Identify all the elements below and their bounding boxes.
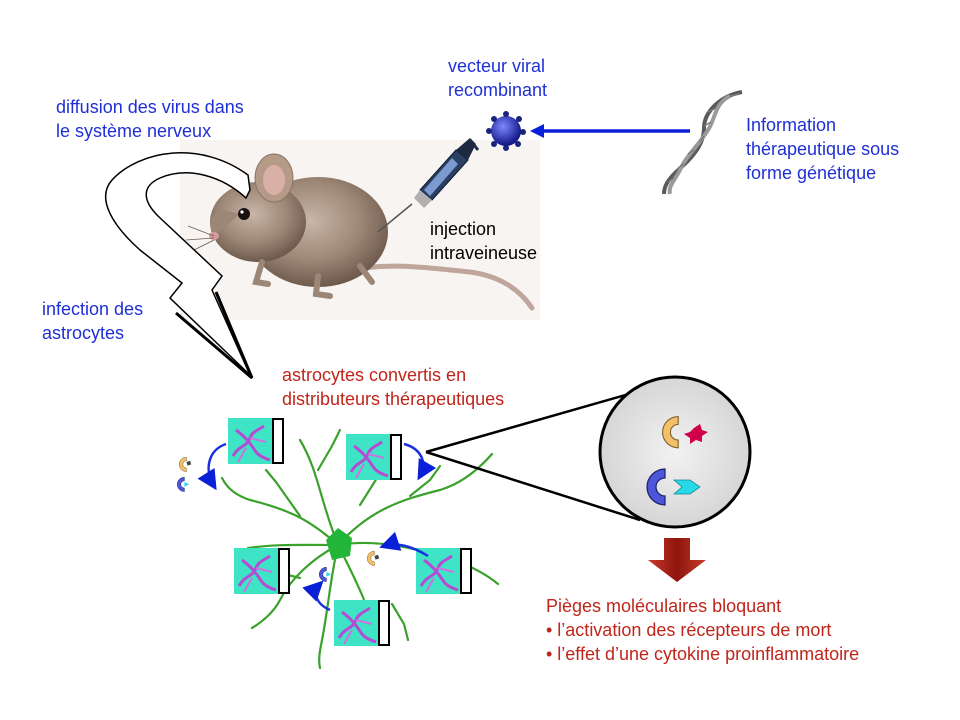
- down-arrow-icon: [648, 538, 706, 582]
- infection-label-line1: infection des: [42, 299, 144, 319]
- converted-label-line1: astrocytes convertis en: [282, 365, 467, 385]
- diffusion-label-line2: le système nerveux: [56, 121, 212, 141]
- magnified-view-icon: [598, 375, 752, 529]
- release-arrows: [197, 442, 437, 612]
- injection-label-line2: intraveineuse: [430, 243, 538, 263]
- cell-panel: [232, 546, 292, 596]
- diffusion-arrow: [104, 152, 254, 380]
- cell-panel: [226, 416, 286, 466]
- information-label-line1: Information: [746, 115, 837, 135]
- vector-label-line2: recombinant: [448, 80, 548, 100]
- gene-to-vector-arrowhead: [530, 124, 544, 138]
- dna-helix-icon: [662, 90, 743, 195]
- astrocyte-body: [326, 528, 352, 560]
- syringe-icon: [377, 138, 480, 233]
- injection-label: injection intraveineuse: [430, 217, 537, 265]
- mouse-icon: [180, 140, 540, 320]
- infection-label: infection des astrocytes: [42, 297, 143, 345]
- diffusion-label-line1: diffusion des virus dans: [56, 97, 244, 117]
- virus-icon: [486, 111, 526, 151]
- traps-item: • l’effet d’une cytokine proinflammatoir…: [546, 644, 860, 664]
- traps-label: Pièges moléculaires bloquant • l’activat…: [546, 594, 859, 666]
- information-label: Information thérapeutique sous forme gén…: [746, 113, 899, 185]
- traps-item: • l’activation des récepteurs de mort: [546, 620, 832, 640]
- cell-panel: [332, 598, 392, 648]
- converted-label: astrocytes convertis en distributeurs th…: [282, 363, 504, 411]
- molecular-trap-icon: [176, 456, 380, 582]
- injection-label-line1: injection: [430, 219, 497, 239]
- infection-label-line2: astrocytes: [42, 323, 125, 343]
- information-label-line3: forme génétique: [746, 163, 877, 183]
- traps-title: Pièges moléculaires bloquant: [546, 596, 782, 616]
- cell-panel: [344, 432, 404, 482]
- information-label-line2: thérapeutique sous: [746, 139, 900, 159]
- magnify-lines: [425, 386, 651, 522]
- converted-label-line2: distributeurs thérapeutiques: [282, 389, 505, 409]
- diffusion-label: diffusion des virus dans le système nerv…: [56, 95, 244, 143]
- vector-label-line1: vecteur viral: [448, 56, 546, 76]
- vector-label: vecteur viral recombinant: [448, 54, 547, 102]
